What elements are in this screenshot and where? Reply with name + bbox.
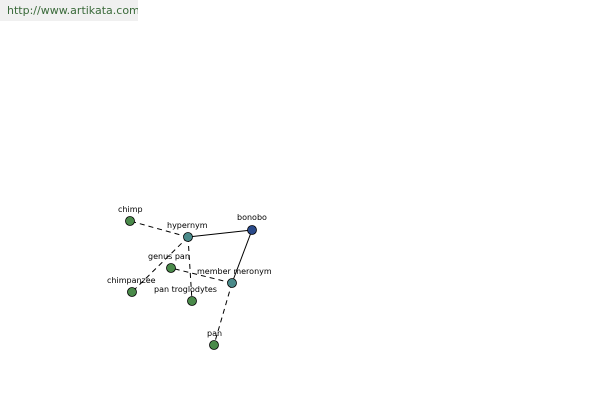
- node-hypernym[interactable]: [183, 232, 193, 242]
- node-label-chimpanzee[interactable]: chimpanzee: [107, 276, 156, 285]
- node-genus-pan[interactable]: [166, 263, 176, 273]
- node-bonobo[interactable]: [247, 225, 257, 235]
- node-chimpanzee[interactable]: [127, 287, 137, 297]
- labels-layer: bonobo hypernym member meronym chimp genus p…: [107, 205, 272, 338]
- edge-bonobo-to-hypernym: [187, 229, 253, 238]
- node-label-bonobo[interactable]: bonobo: [237, 213, 267, 222]
- edge-hypernym-to-chimpanzee: [131, 236, 189, 293]
- nodes-layer: [125, 216, 257, 350]
- node-label-member-meronym[interactable]: member meronym: [197, 267, 272, 276]
- node-pan[interactable]: [209, 340, 219, 350]
- node-label-genus-pan[interactable]: genus pan: [148, 252, 190, 261]
- node-label-pan[interactable]: pan: [207, 329, 222, 338]
- node-label-hypernym[interactable]: hypernym: [167, 221, 208, 230]
- node-member-meronym[interactable]: [227, 278, 237, 288]
- edge-hypernym-to-chimp: [129, 220, 189, 238]
- edges-layer: [129, 220, 253, 346]
- node-label-chimp[interactable]: chimp: [118, 205, 143, 214]
- node-chimp[interactable]: [125, 216, 135, 226]
- edge-member-meronym-to-pan: [213, 282, 233, 346]
- edge-bonobo-to-member-meronym: [231, 229, 253, 284]
- node-pan-troglodytes[interactable]: [187, 296, 197, 306]
- node-label-pan-troglodytes[interactable]: pan troglodytes: [154, 285, 217, 294]
- site-url-link[interactable]: http://www.artikata.com: [0, 0, 138, 21]
- edge-hypernym-to-pan-troglodytes: [187, 236, 193, 302]
- edge-member-meronym-to-genus-pan: [170, 267, 233, 284]
